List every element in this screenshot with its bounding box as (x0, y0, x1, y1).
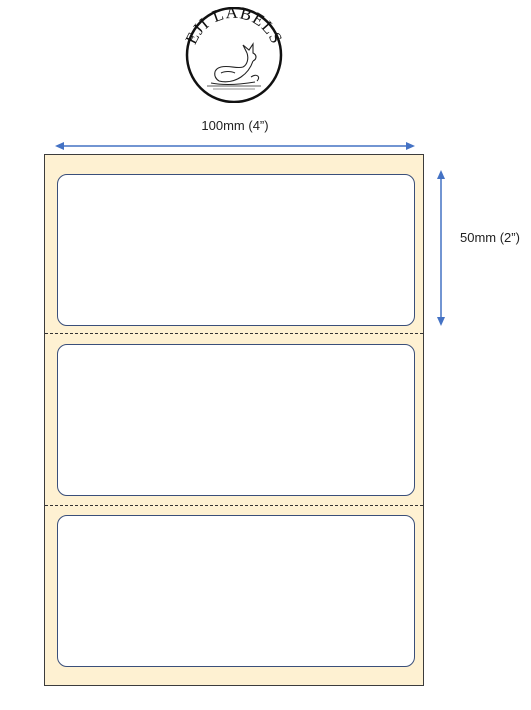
width-label: 100mm (4”) (201, 118, 269, 133)
label-3 (57, 515, 415, 667)
height-dimension-arrow (437, 170, 445, 326)
label-2 (57, 344, 415, 496)
label-1 (57, 174, 415, 326)
fox-icon (207, 42, 261, 90)
width-dimension-arrow (55, 142, 415, 150)
perforation-line (45, 333, 423, 334)
label-sheet (44, 154, 424, 686)
perforation-line (45, 505, 423, 506)
height-label: 50mm (2”) (460, 230, 520, 245)
eji-labels-logo: EJI LABELS (182, 7, 285, 103)
